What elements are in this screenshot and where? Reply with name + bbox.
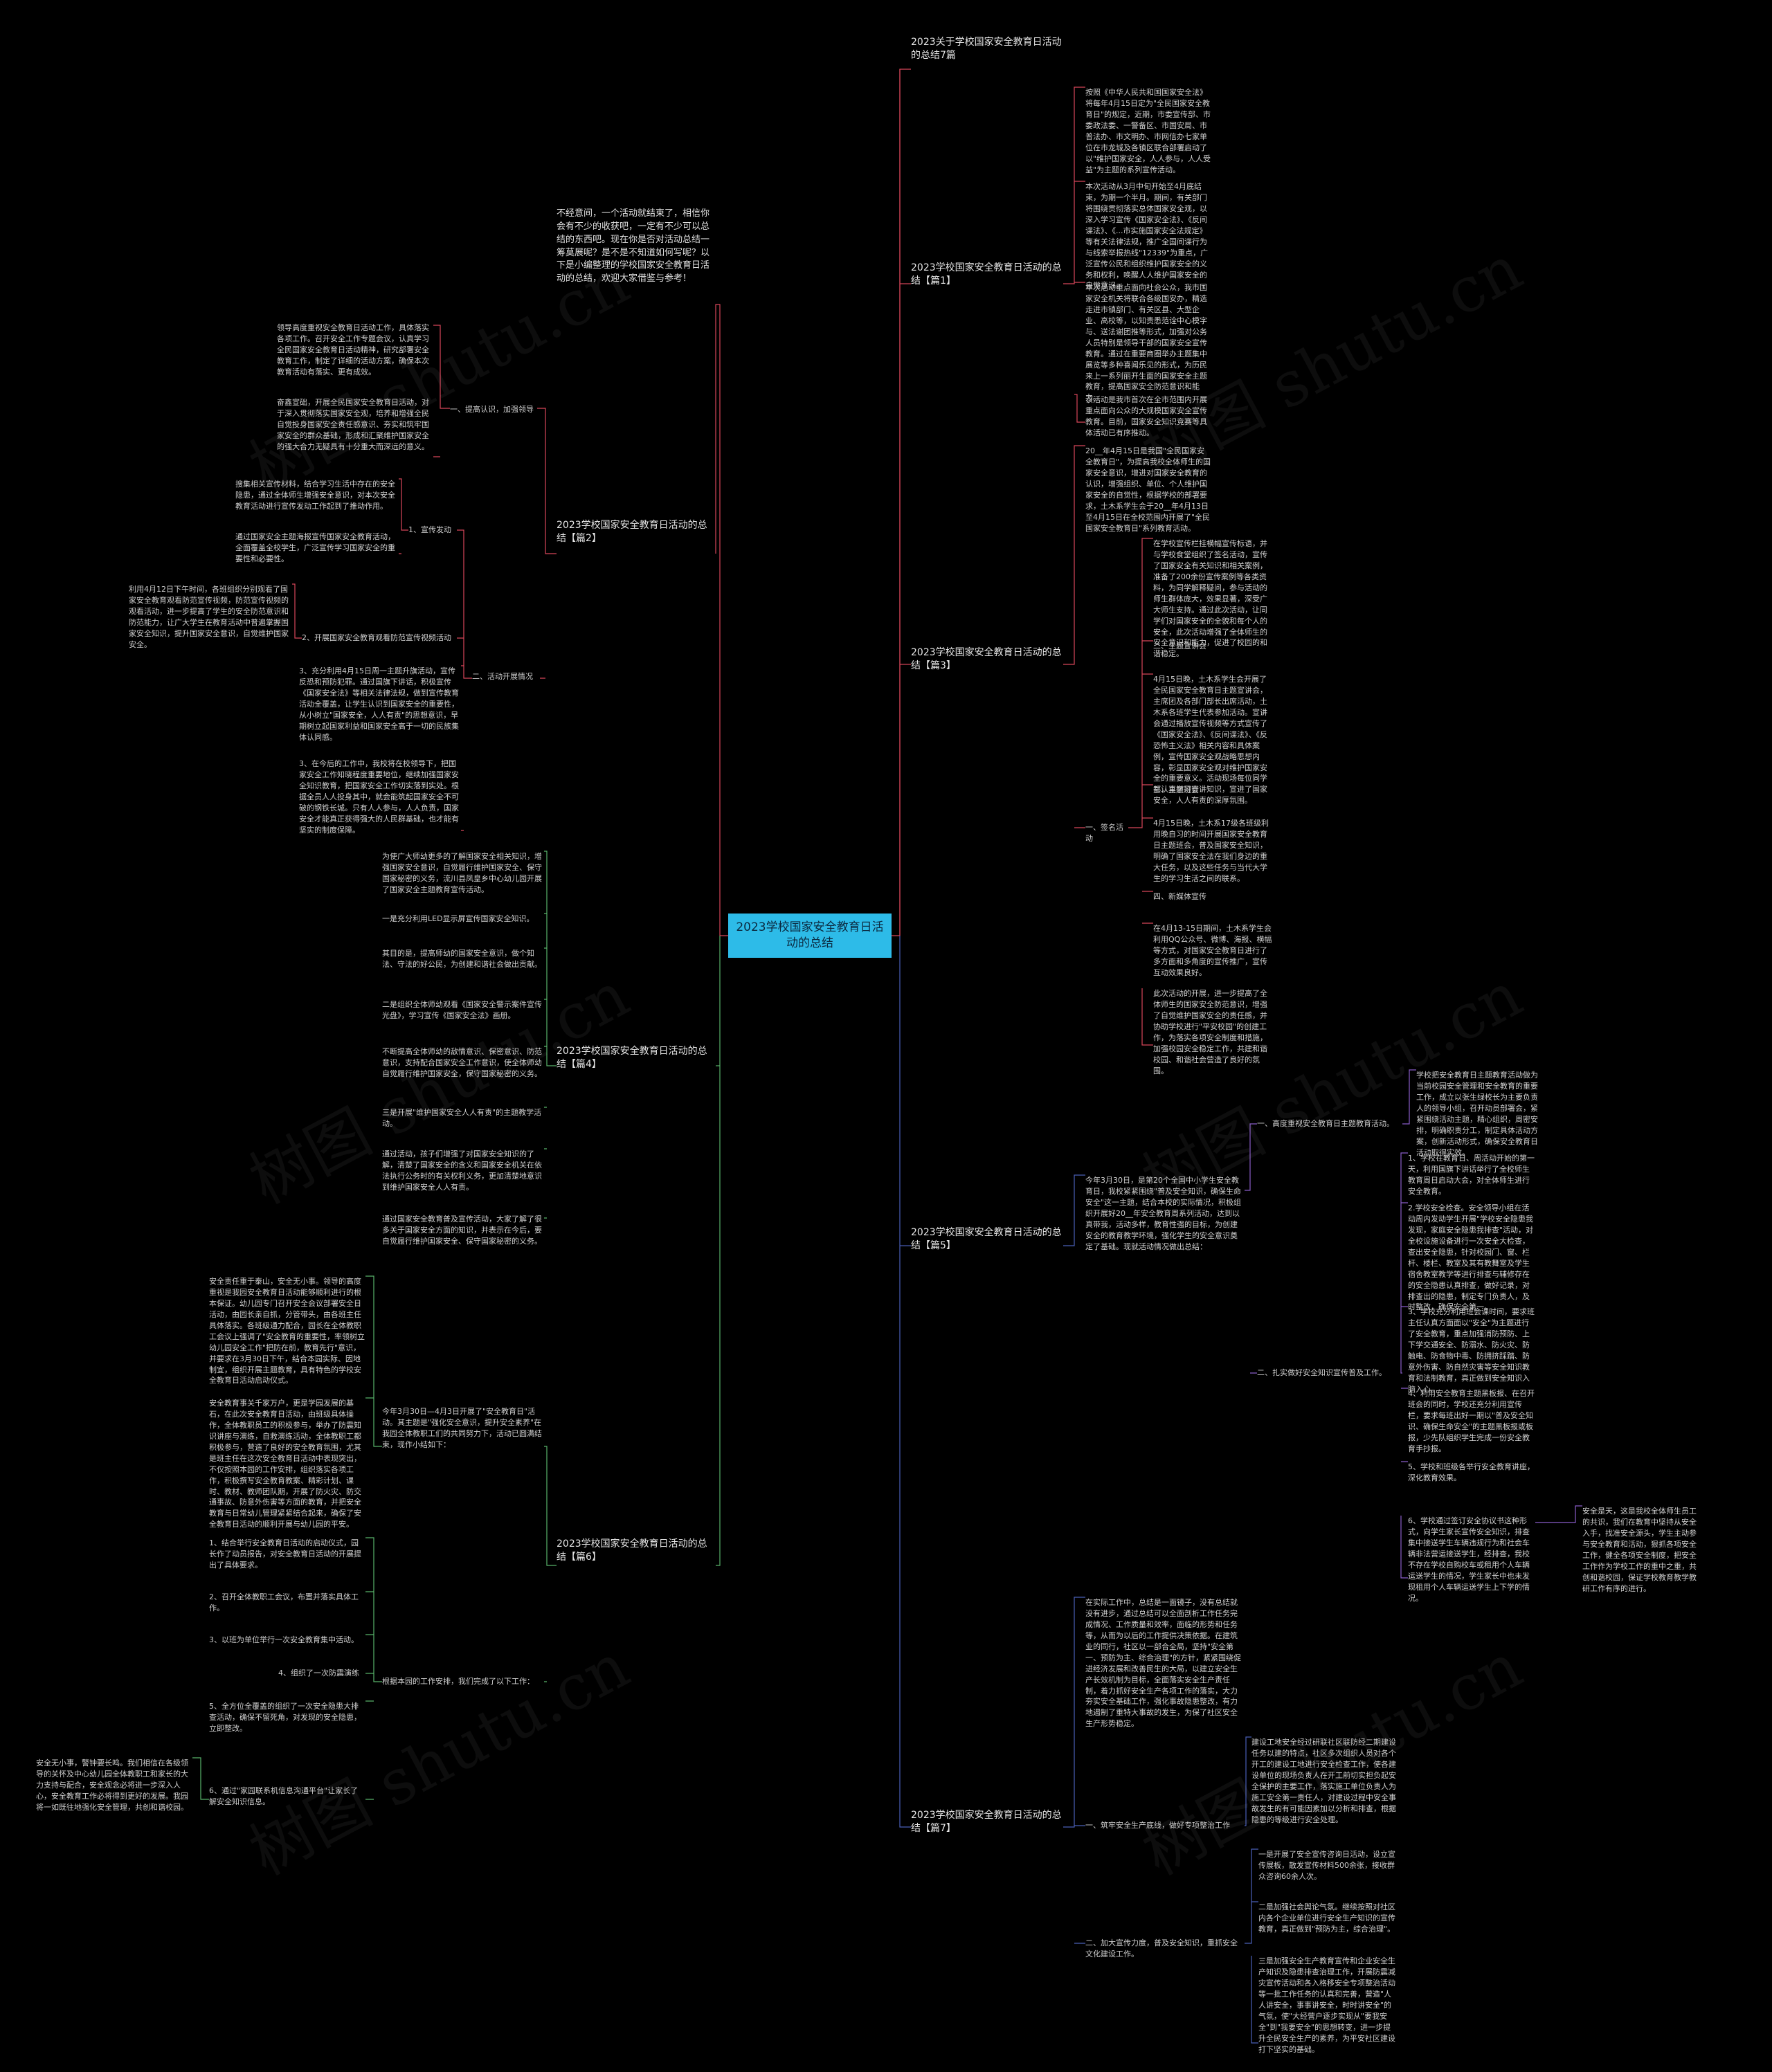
topic-node-r7s1[interactable]: 一、筑牢安全生产底线，做好专项整治工作 bbox=[1085, 1821, 1230, 1830]
topic-node-l4[interactable]: 2023学校国家安全教育日活动的总结【篇4】 bbox=[557, 1046, 707, 1070]
connector-line bbox=[1063, 445, 1085, 828]
connector-line bbox=[365, 1537, 382, 1800]
topic-node-l4f[interactable]: 三是开展"维护国家安全人人有责"的主题教学活动。 bbox=[382, 1108, 542, 1128]
topic-node-l2c1[interactable]: 1、宣传发动 bbox=[408, 525, 451, 534]
topic-node-l2s2[interactable]: 二、活动开展情况 bbox=[472, 672, 533, 681]
topic-node-r7a[interactable]: 在实际工作中，总结是一面镜子，没有总结就没有进步，通过总结可以全面剖析工作任务完… bbox=[1085, 1598, 1242, 1729]
connector-line bbox=[1245, 1848, 1258, 2044]
topic-node-l2h[interactable]: 3、在今后的工作中，我校将在校领导下，把国家安全工作知晓程度重要地位，继续加强国… bbox=[299, 759, 459, 835]
topic-node-r1d[interactable]: 该活动是我市首次在全市范围内开展重点面向公众的大规模国家安全宣传教育。目前，国家… bbox=[1085, 395, 1207, 437]
topic-node-l2c[interactable]: 搜集相关宣传材料，结合学习生活中存在的安全隐患，通过全体师生增强安全意识，对本次… bbox=[235, 480, 395, 511]
connector-line bbox=[892, 69, 911, 936]
connector-line bbox=[457, 529, 472, 831]
topic-node-r3a[interactable]: 20__年4月15日是我国"全民国家安全教育日"，为提高我校全体师生的国家安全意… bbox=[1085, 446, 1211, 533]
topic-node-l6g[interactable]: 5、全方位全覆盖的组织了一次安全隐患大排查活动，确保不留死角，对发现的安全隐患，… bbox=[209, 1702, 361, 1733]
topic-node-r1c[interactable]: 本次活动重点面向社会公众，我市国家安全机关将联合各级国安办，精选走进市镇部门、有… bbox=[1085, 283, 1207, 403]
topic-node-r1a[interactable]: 按照《中华人民共和国国家安全法》将每年4月15日定为"全民国家安全教育日"的规定… bbox=[1085, 88, 1211, 174]
topic-node-l6b[interactable]: 安全教育事关千家万户，更是学园发展的基石，在此次安全教育日活动，由班级具体操作，… bbox=[209, 1399, 361, 1529]
topic-node-r5h[interactable]: 6、学校通过签订安全协议书这种形式，向学生家长宣传安全知识，排查集中接送学生车辆… bbox=[1408, 1516, 1530, 1603]
topic-node-r3b[interactable]: 在学校宣传栏挂横幅宣传标语，并与学校食堂组织了签名活动，宣传了国家安全有关知识和… bbox=[1153, 539, 1267, 659]
topic-node-l4b[interactable]: 一是充分利用LED显示屏宣传国家安全知识。 bbox=[382, 914, 534, 923]
topic-node-l6a[interactable]: 安全责任重于泰山，安全无小事。领导的高度重视是我园安全教育日活动能够顺利进行的根… bbox=[209, 1277, 365, 1385]
topic-node-l4h[interactable]: 通过国家安全教育普及宣传活动，大家了解了很多关于国家安全方面的知识，并表示在今后… bbox=[382, 1215, 542, 1246]
topic-node-r3e[interactable]: 三、主题班会 bbox=[1153, 785, 1199, 794]
connector-line bbox=[544, 1446, 557, 1682]
topic-node-r7d[interactable]: 二是加强社会舆论气氛。继续按照对社区内各个企业单位进行安全生产知识的宣传教育，真… bbox=[1258, 1902, 1395, 1934]
topic-node-l2g[interactable]: 3、充分利用4月15日周一主题升旗活动，宣传反恐和预防犯罪。通过国旗下讲话，积极… bbox=[299, 666, 459, 742]
connector-line bbox=[1245, 1123, 1257, 1374]
topic-node-l6[interactable]: 2023学校国家安全教育日活动的总结【篇6】 bbox=[557, 1538, 707, 1563]
topic-node-l2d[interactable]: 通过国家安全主题海报宣传国家安全教育活动，全面覆盖全校学生，广泛宣传学习国家安全… bbox=[235, 532, 395, 563]
connector-line bbox=[716, 936, 721, 1566]
topic-node-r5i[interactable]: 安全是天，这是我校全体师生员工的共识，我们在教育中坚持从安全入手，找准安全源头，… bbox=[1582, 1507, 1697, 1593]
connector-line bbox=[292, 583, 302, 639]
topic-node-l2s1[interactable]: 一、提高认识，加强领导 bbox=[450, 405, 534, 414]
topic-node-r5s1[interactable]: 一、高度重视安全教育日主题教育活动。 bbox=[1257, 1119, 1394, 1128]
topic-node-l6c[interactable]: 1、结合举行安全教育日活动的启动仪式，园长作了动员报告，对安全教育日活动的开展提… bbox=[209, 1538, 361, 1570]
connector-line bbox=[1128, 538, 1153, 1046]
connector-line bbox=[715, 304, 728, 936]
topic-node-r1b[interactable]: 本次活动从3月中旬开始至4月底结束，为期一个半月。期间，有关部门将围绕贯彻落实总… bbox=[1085, 182, 1209, 291]
connector-line bbox=[899, 936, 911, 1828]
connector-line bbox=[544, 851, 557, 1219]
topic-node-l2a[interactable]: 领导高度重视安全教育日活动工作，具体落实各项工作。召开安全工作专题会议，认真学习… bbox=[277, 323, 429, 376]
topic-node-l2[interactable]: 2023学校国家安全教育日活动的总结【篇2】 bbox=[557, 520, 707, 544]
topic-node-l2intro[interactable]: 不经意间，一个活动就结束了，相信你会有不少的收获吧，一定有不少可以总结的东西吧。… bbox=[557, 208, 710, 284]
connector-line bbox=[1245, 1736, 1251, 1826]
topic-node-r3g[interactable]: 四、新媒体宣传 bbox=[1153, 892, 1206, 901]
topic-node-r7c[interactable]: 一是开展了安全宣传咨询日活动，设立宣传展板，散发宣传材料500余张，接收群众咨询… bbox=[1258, 1850, 1395, 1881]
connector-line bbox=[399, 478, 408, 554]
topic-node-r5a[interactable]: 今年3月30日，是第20个全国中小学生安全教育日，我校紧紧围绕"普及安全知识，确… bbox=[1085, 1176, 1242, 1251]
topic-node-r3c[interactable]: 二、主题宣讲会 bbox=[1153, 642, 1206, 651]
topic-node-r7b[interactable]: 建设工地安全经过研联社区联防经二期建设任务以建的特点，社区多次组织人员对各个开工… bbox=[1251, 1738, 1396, 1824]
topic-node-r5s2[interactable]: 二、扎实做好安全知识宣传普及工作。 bbox=[1257, 1368, 1386, 1377]
connector-line bbox=[537, 408, 557, 679]
topic-node-r5f[interactable]: 4、利用安全教育主题黑板报、在召开班会的同时，学校还充分利用宣传栏，要求每班出好… bbox=[1408, 1389, 1535, 1453]
connector-line bbox=[1063, 1174, 1085, 1246]
topic-node-l2e[interactable]: 2、开展国家安全教育观看防范宣传视频活动 bbox=[302, 633, 451, 642]
topic-node-l6intro[interactable]: 今年3月30日—4月3日开展了"安全教育日"活动。其主题是"强化安全意识，提升安… bbox=[382, 1407, 542, 1449]
topic-node-r3i[interactable]: 此次活动的开展，进一步提高了全体师生的国家安全防范意识，增强了自觉维护国家安全的… bbox=[1153, 989, 1267, 1075]
topic-node-r5g[interactable]: 5、学校和班级各举行安全教育讲座，深化教育效果。 bbox=[1408, 1462, 1535, 1482]
connector-line bbox=[365, 1275, 382, 1447]
topic-node-r5[interactable]: 2023学校国家安全教育日活动的总结【篇5】 bbox=[911, 1227, 1062, 1251]
topic-node-r3[interactable]: 2023学校国家安全教育日活动的总结【篇3】 bbox=[911, 647, 1062, 671]
connector-line bbox=[1400, 1152, 1408, 1579]
topic-node-l6f[interactable]: 4、组织了一次防震演练 bbox=[278, 1669, 359, 1678]
topic-node-r7e[interactable]: 三是加强安全生产教育宣传和企业安全生产知识及隐患排查治理工作，开展防震减灾宣传活… bbox=[1258, 1956, 1395, 2054]
connector-line bbox=[1063, 1597, 1085, 1944]
connector-line bbox=[1535, 1505, 1582, 1523]
topic-node-l4a[interactable]: 为使广大师幼更多的了解国家安全相关知识，增强国家安全意识，自觉履行维护国家安全、… bbox=[382, 852, 542, 894]
topic-node-l2f[interactable]: 利用4月12日下午时间，各班组织分别观看了国家安全教育观看防范宣传视频，防范宣传… bbox=[129, 585, 289, 649]
topic-node-l4g[interactable]: 通过活动，孩子们增强了对国家安全知识的了解，清楚了国家安全的含义和国家安全机关在… bbox=[382, 1149, 542, 1192]
connector-line bbox=[1402, 1069, 1416, 1125]
topic-node-l4c[interactable]: 其目的是，提高师幼的国家安全意识，做个知法、守法的好公民，为创建和谐社会做出贡献… bbox=[382, 949, 542, 969]
topic-node-r5c[interactable]: 1、学校在教育日、周活动开始的第一天，利用国旗下讲话举行了全校师生教育周日启动大… bbox=[1408, 1154, 1535, 1196]
topic-node-r7[interactable]: 2023学校国家安全教育日活动的总结【篇7】 bbox=[911, 1810, 1062, 1834]
topic-node-l2b[interactable]: 奋鑫宣础，开展全民国家安全教育日活动，对于深入贯彻落实国家安全观，培养和增强全民… bbox=[277, 398, 429, 451]
topic-node-l4d[interactable]: 二是组织全体师幼观看《国家安全警示案件宣传光盘》，学习宣传《国家安全法》画册。 bbox=[382, 1000, 542, 1020]
topic-node-r3f[interactable]: 4月15日晚，土木系17级各班级利用晚自习的时间开展国家安全教育日主题班会，普及… bbox=[1153, 819, 1269, 883]
topic-node-l6h[interactable]: 6、通过"家园联系机信息沟通平台"让家长了解安全知识信息。 bbox=[209, 1786, 359, 1806]
topic-node-r5d[interactable]: 2.学校安全检查。安全领导小组在活动周内发动学生开展"学校安全隐患我发现，家庭安… bbox=[1408, 1203, 1534, 1312]
topic-node-r5b[interactable]: 学校把安全教育日主题教育活动做为当前校园安全管理和安全教育的重要工作，成立以张生… bbox=[1416, 1071, 1538, 1157]
topic-node-r3s[interactable]: 一、签名活动 bbox=[1085, 823, 1123, 843]
topic-node-l6d[interactable]: 2、召开全体教职工会议，布置并落实具体工作。 bbox=[209, 1592, 359, 1612]
topic-node-l4e[interactable]: 不断提高全体师幼的敌情意识、保密意识、防范意识，支持配合国家安全工作意识，使全体… bbox=[382, 1047, 542, 1078]
topic-node-r5e[interactable]: 3、学校充分利用班会课时间，要求班主任认真方面面以"安全"为主题进行了安全教育，… bbox=[1408, 1307, 1535, 1394]
topic-node-l6i[interactable]: 安全无小事，警钟要长鸣。我们相信在各级领导的关怀及中心幼儿园全体教职工和家长的大… bbox=[36, 1759, 188, 1812]
connector-line bbox=[192, 1757, 209, 1800]
topic-node-l6s[interactable]: 根据本园的工作安排，我们完成了以下工作： bbox=[382, 1677, 534, 1686]
topic-node-r3d[interactable]: 4月15日晚，土木系学生会开展了全民国家安全教育日主题宣讲会，主席团及各部门部长… bbox=[1153, 675, 1267, 806]
topic-node-r1[interactable]: 2023学校国家安全教育日活动的总结【篇1】 bbox=[911, 262, 1062, 287]
topic-node-r0[interactable]: 2023关于学校国家安全教育日活动的总结7篇 bbox=[911, 37, 1062, 61]
root-topic[interactable]: 2023学校国家安全教育日活动的总结 bbox=[728, 914, 892, 958]
topic-node-l6e[interactable]: 3、以班为单位举行一次安全教育集中活动。 bbox=[209, 1635, 359, 1644]
connector-line bbox=[1063, 87, 1085, 423]
topic-node-r3h[interactable]: 在4月13-15日期间，土木系学生会利用QQ公众号、微博、海报、横幅等方式，对国… bbox=[1153, 924, 1272, 977]
connector-line bbox=[433, 325, 450, 457]
topic-node-r7s2[interactable]: 二、加大宣传力度，普及安全知识，重抓安全文化建设工作。 bbox=[1085, 1938, 1238, 1959]
